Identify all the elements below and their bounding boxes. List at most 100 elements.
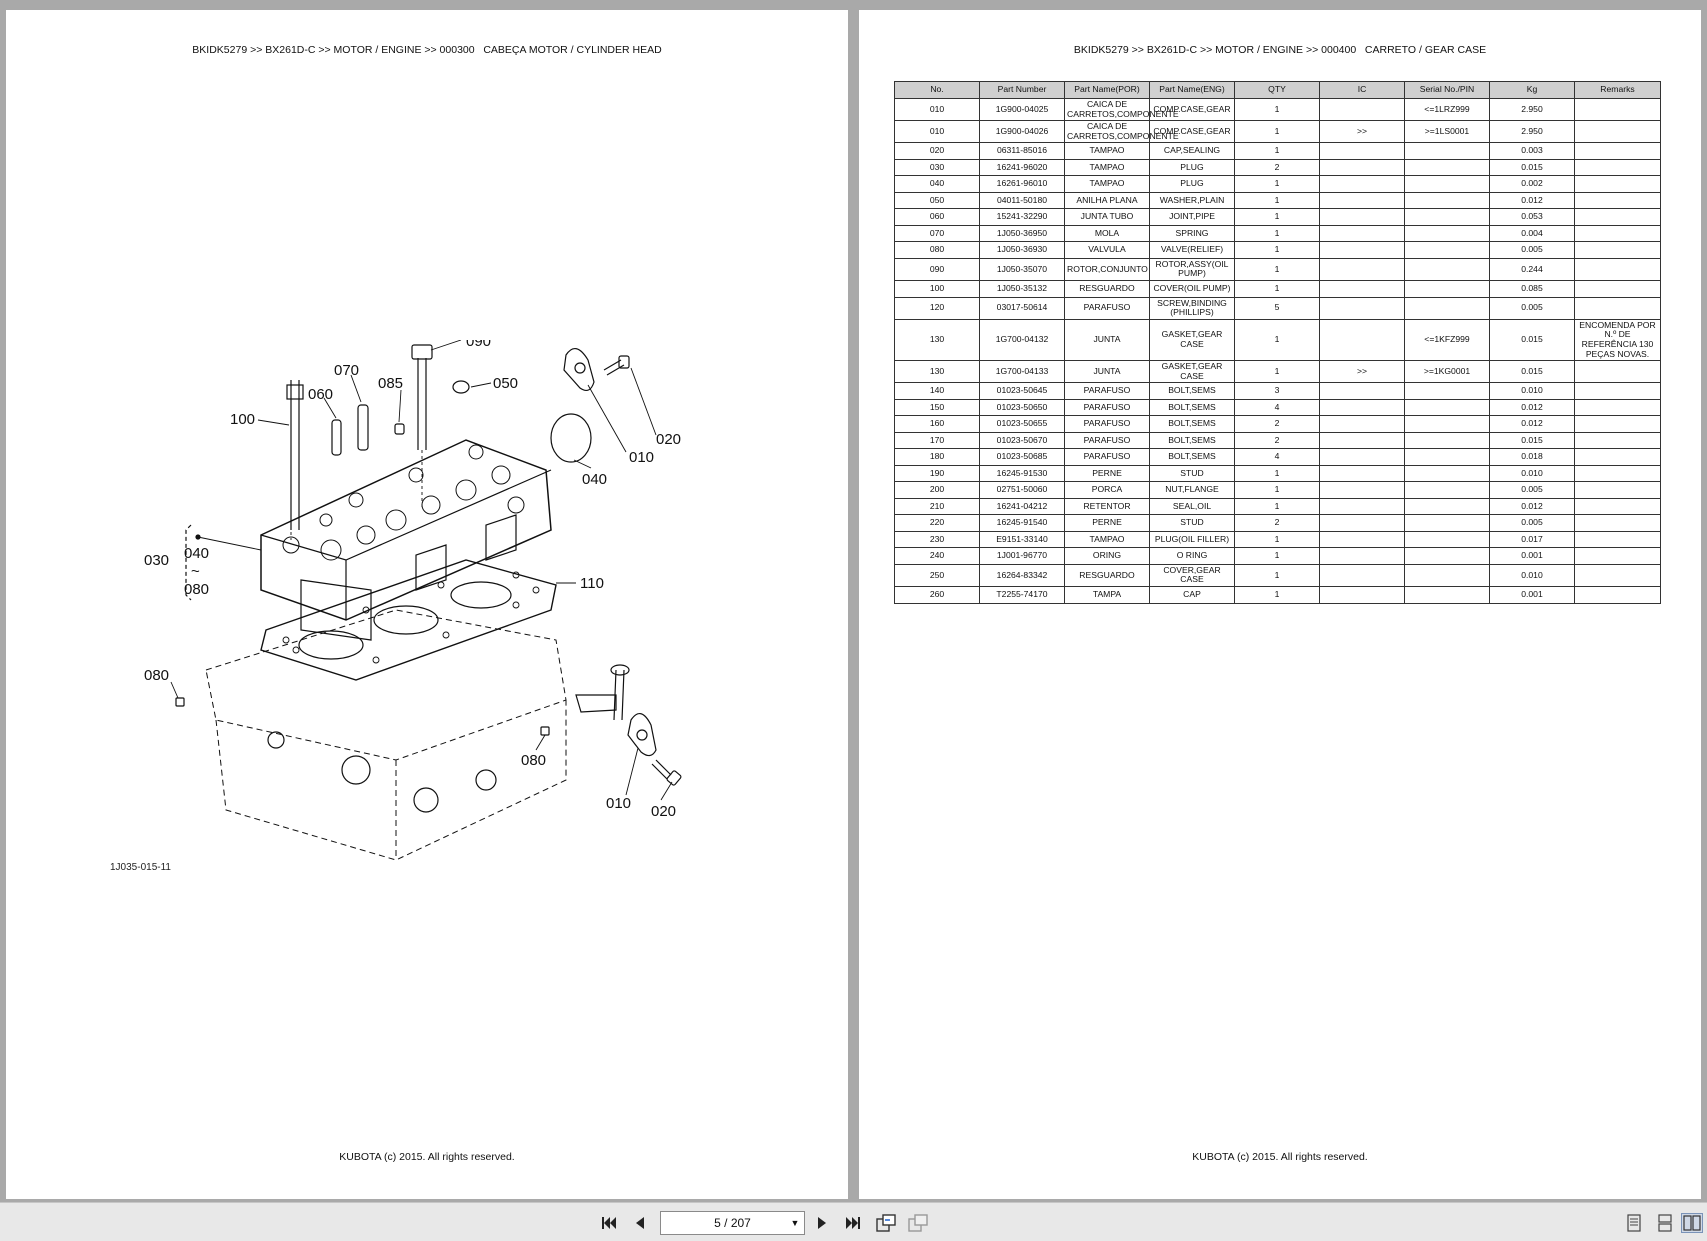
callout-label: 090 — [466, 340, 491, 350]
callout-label: 020 — [656, 431, 681, 448]
table-cell — [1319, 497, 1405, 516]
table-cell — [1404, 382, 1490, 400]
table-cell: 030 — [894, 158, 980, 177]
table-cell: 040 — [894, 175, 980, 193]
table-cell: VALVULA — [1064, 241, 1150, 259]
column-header: QTY — [1234, 81, 1320, 99]
table-cell: PLUG(OIL FILLER) — [1149, 530, 1235, 549]
table-cell: ANILHA PLANA — [1064, 191, 1150, 210]
table-cell: 0.003 — [1489, 142, 1575, 160]
table-cell: 0.004 — [1489, 224, 1575, 243]
callout-label: 010 — [629, 449, 654, 466]
table-cell: 16264-83342 — [979, 563, 1065, 588]
next-page-icon[interactable] — [811, 1213, 833, 1233]
table-cell: 2 — [1234, 514, 1320, 532]
table-cell: 0.012 — [1489, 191, 1575, 210]
page-cylinder-head: BKIDK5279 >> BX261D-C >> MOTOR / ENGINE … — [6, 10, 848, 1199]
table-cell: 0.015 — [1489, 318, 1575, 362]
table-cell — [1574, 431, 1661, 450]
table-cell: 0.001 — [1489, 586, 1575, 604]
table-cell — [1404, 224, 1490, 243]
single-page-view-icon[interactable] — [1623, 1213, 1645, 1233]
two-page-view-icon[interactable] — [1681, 1213, 1703, 1233]
table-cell: 1G900-04025 — [979, 97, 1065, 122]
table-cell: PARAFUSO — [1064, 382, 1150, 400]
table-cell: JUNTA TUBO — [1064, 208, 1150, 226]
table-cell: VALVE(RELIEF) — [1149, 241, 1235, 259]
table-cell: SPRING — [1149, 224, 1235, 243]
first-page-icon[interactable] — [598, 1213, 620, 1233]
table-cell — [1404, 514, 1490, 532]
table-cell: 0.002 — [1489, 175, 1575, 193]
table-cell: JUNTA — [1064, 360, 1150, 384]
table-cell: 140 — [894, 382, 980, 400]
table-cell: 010 — [894, 120, 980, 144]
table-cell — [1574, 382, 1661, 400]
table-cell — [1319, 448, 1405, 466]
table-cell — [1319, 191, 1405, 210]
table-cell: 4 — [1234, 448, 1320, 466]
parts-table: No. Part Number Part Name(POR) Part Name… — [894, 81, 1661, 604]
table-cell: 3 — [1234, 382, 1320, 400]
table-cell — [1574, 497, 1661, 516]
table-cell: >> — [1319, 360, 1405, 384]
table-cell: JUNTA — [1064, 318, 1150, 362]
callout-label: 100 — [230, 411, 255, 428]
figure-reference: 1J035-015-11 — [110, 862, 171, 873]
table-cell: 06311-85016 — [979, 142, 1065, 160]
table-cell: O RING — [1149, 547, 1235, 565]
callout-label: 060 — [308, 386, 333, 403]
table-cell: 16245-91530 — [979, 464, 1065, 483]
table-cell: 2.950 — [1489, 120, 1575, 144]
table-cell — [1404, 158, 1490, 177]
table-cell — [1404, 563, 1490, 588]
table-cell: PARAFUSO — [1064, 431, 1150, 450]
table-cell — [1319, 464, 1405, 483]
table-cell — [1404, 464, 1490, 483]
table-cell: TAMPAO — [1064, 175, 1150, 193]
table-cell: 1J001-96770 — [979, 547, 1065, 565]
table-cell — [1574, 142, 1661, 160]
rotate-icon[interactable] — [875, 1213, 897, 1233]
table-cell: 0.010 — [1489, 563, 1575, 588]
table-cell — [1574, 224, 1661, 243]
cylinder-head-drawing: 090 070 085 050 060 100 020 010 040 030 … — [144, 333, 682, 861]
column-header: Serial No./PIN — [1404, 81, 1490, 99]
table-cell — [1319, 241, 1405, 259]
table-cell: 0.005 — [1489, 514, 1575, 532]
table-cell: GASKET,GEAR CASE — [1149, 318, 1235, 362]
callout-label: 110 — [580, 575, 604, 592]
prev-page-icon[interactable] — [629, 1213, 651, 1233]
table-cell: 1 — [1234, 530, 1320, 549]
table-cell: 020 — [894, 142, 980, 160]
table-cell: 2 — [1234, 158, 1320, 177]
table-cell: 0.015 — [1489, 431, 1575, 450]
document-viewport[interactable]: BKIDK5279 >> BX261D-C >> MOTOR / ENGINE … — [0, 0, 1707, 1202]
table-cell: 15241-32290 — [979, 208, 1065, 226]
column-header: Part Name(POR) — [1064, 81, 1150, 99]
column-header: No. — [894, 81, 980, 99]
table-cell: PERNE — [1064, 514, 1150, 532]
exploded-parts-diagram: 090 070 085 050 060 100 020 010 040 030 … — [96, 333, 796, 900]
table-cell — [1404, 208, 1490, 226]
page-dropdown-icon[interactable]: ▼ — [790, 1218, 800, 1228]
table-cell: 170 — [894, 431, 980, 450]
page-gear-case: BKIDK5279 >> BX261D-C >> MOTOR / ENGINE … — [859, 10, 1701, 1199]
table-cell: MOLA — [1064, 224, 1150, 243]
table-cell: 090 — [894, 257, 980, 282]
continuous-view-icon[interactable] — [1654, 1213, 1676, 1233]
table-cell: ENCOMENDA POR N.º DE REFERÊNCIA 130 PEÇA… — [1574, 318, 1661, 362]
page-number-input[interactable]: 5 / 207 ▼ — [660, 1211, 805, 1235]
table-cell: 120 — [894, 296, 980, 320]
table-cell: 2.950 — [1489, 97, 1575, 122]
last-page-icon[interactable] — [842, 1213, 864, 1233]
table-cell: 0.010 — [1489, 382, 1575, 400]
table-cell: 1 — [1234, 318, 1320, 362]
table-cell — [1404, 280, 1490, 298]
rotate-disabled-icon[interactable] — [907, 1213, 929, 1233]
